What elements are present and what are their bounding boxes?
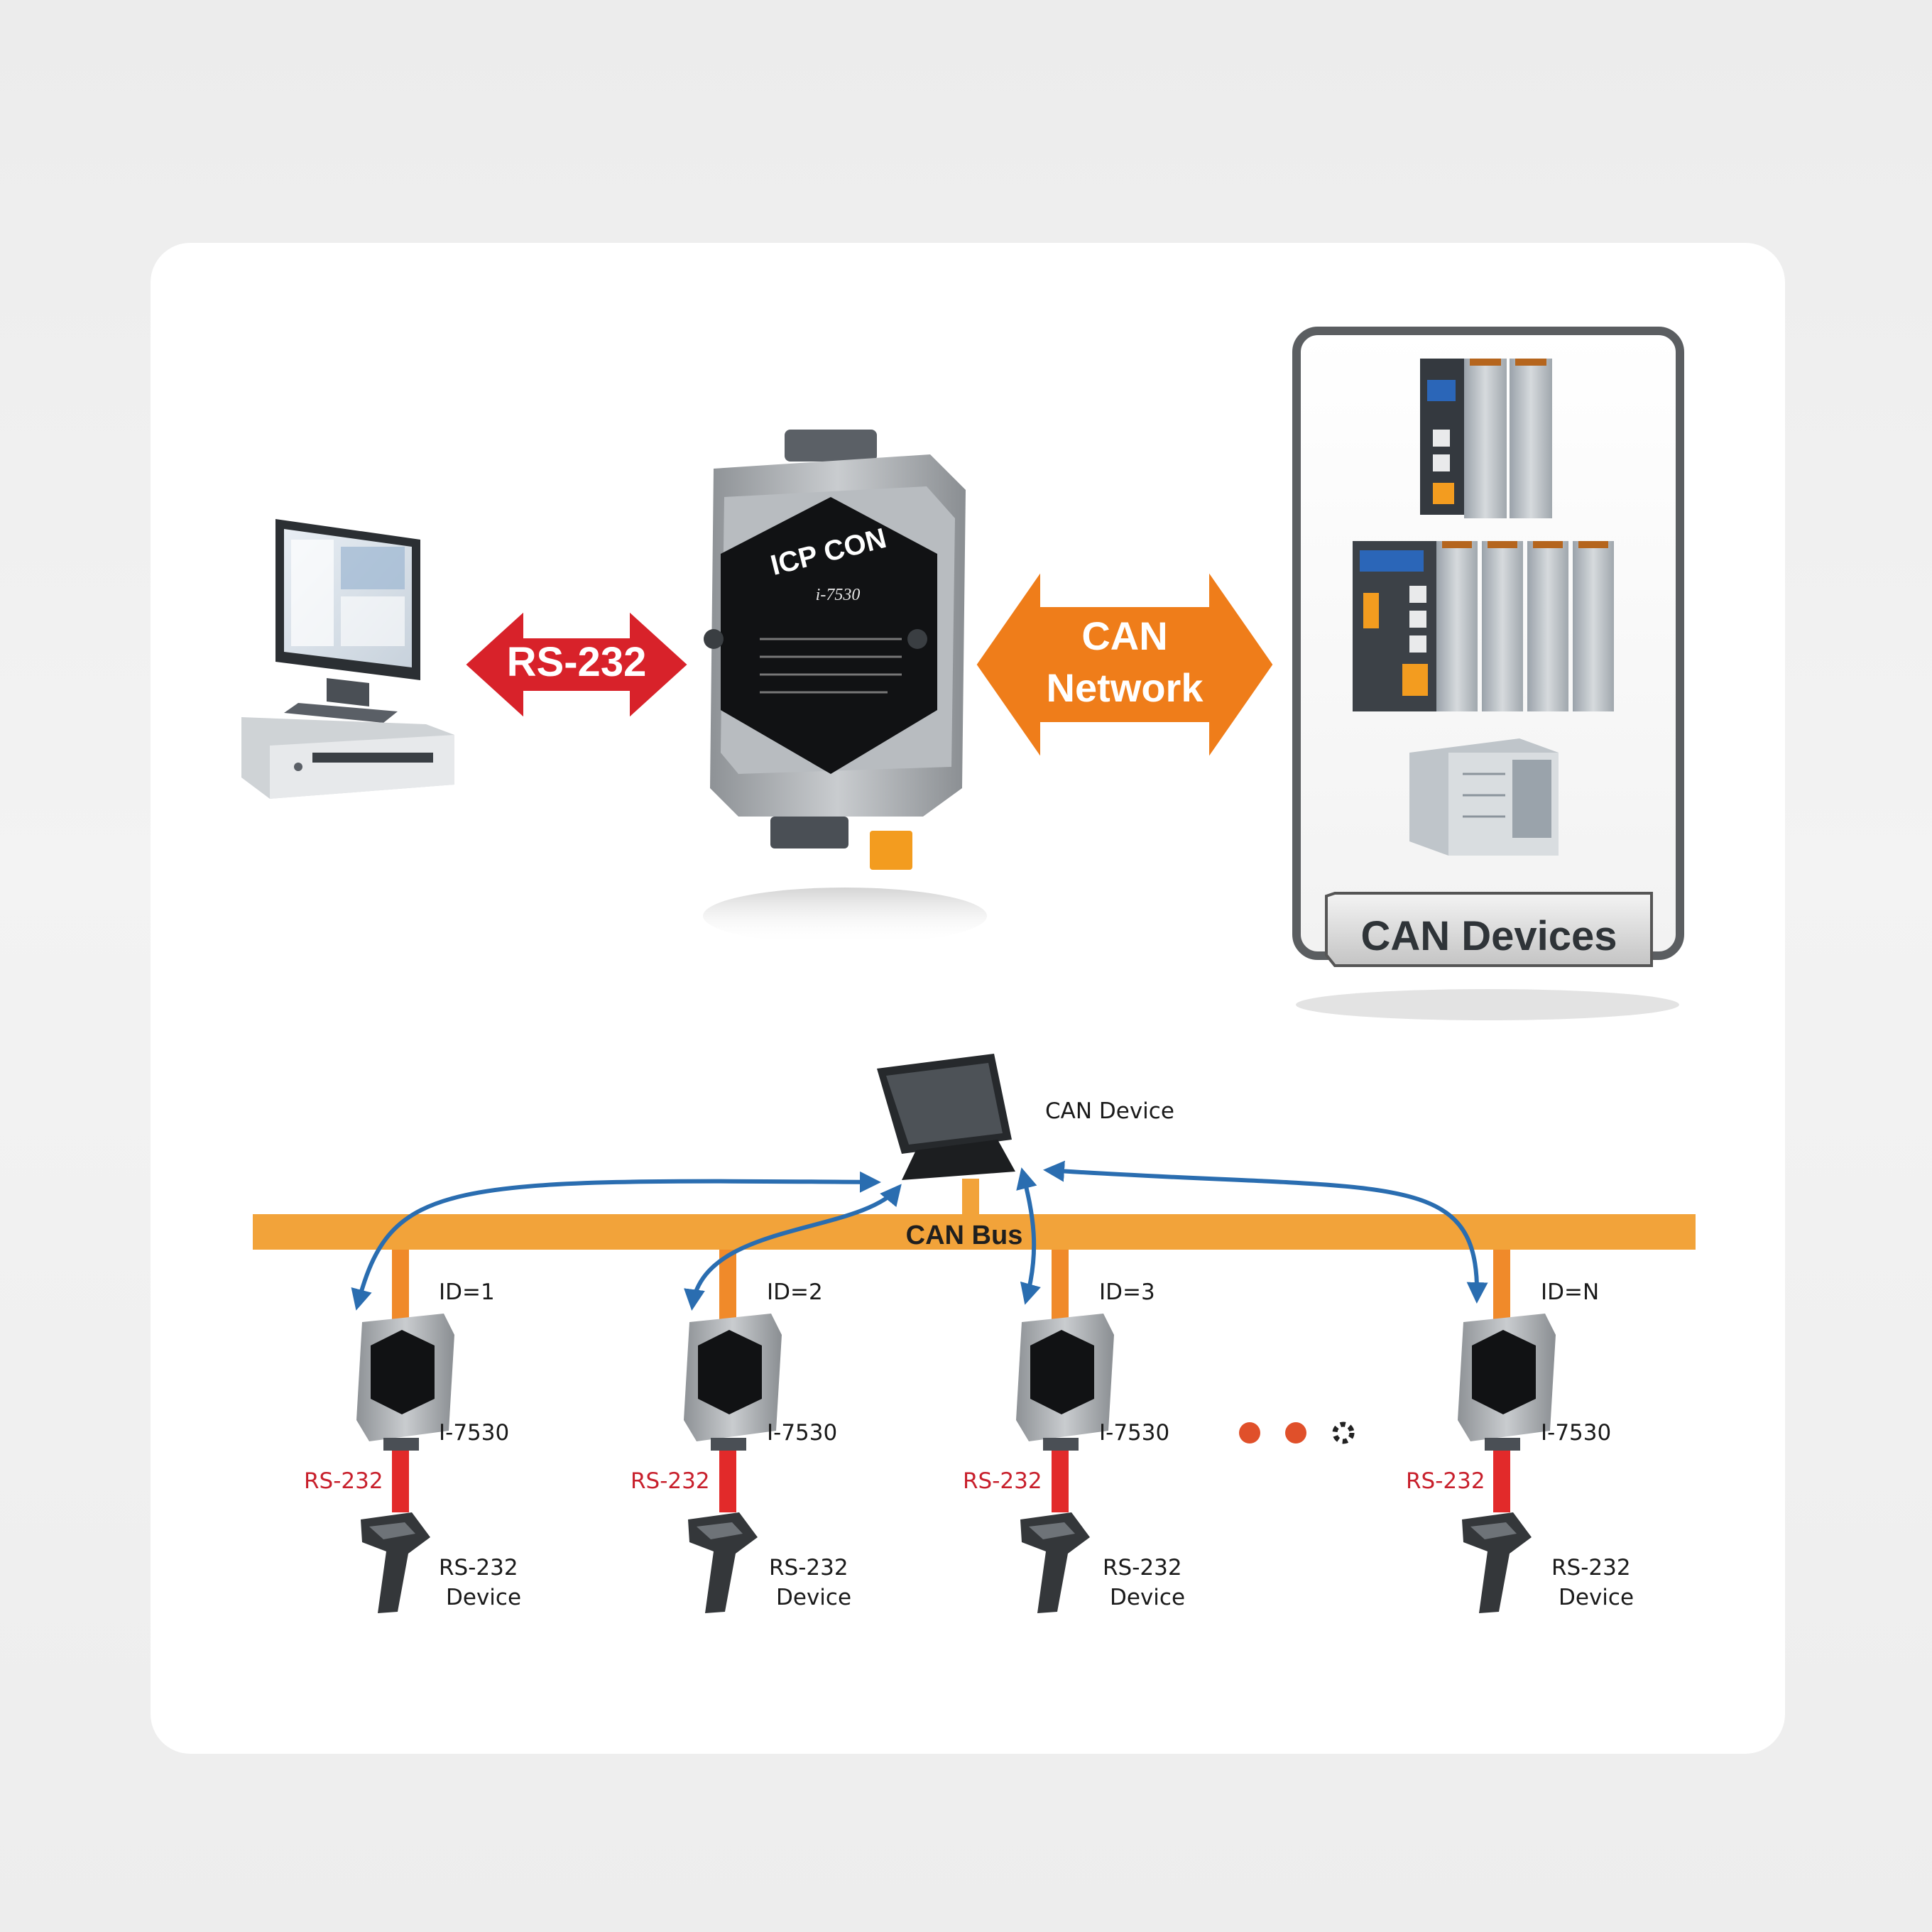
flow-arrow-node-3 xyxy=(1016,1167,1041,1305)
pc-workstation-icon xyxy=(241,519,454,799)
node-link-label: RS-232 xyxy=(963,1468,1042,1494)
node-device-line2: Device xyxy=(1559,1585,1634,1610)
rs232-link-line xyxy=(1493,1441,1510,1512)
can-devices-title: CAN Devices xyxy=(1360,913,1617,959)
can-device-touch-panel-icon xyxy=(877,1054,1015,1180)
data-flow-arrows xyxy=(351,1160,1488,1311)
node-id-label: ID=N xyxy=(1541,1279,1599,1305)
can-node-1: ID=1 I-7530 RS-232 RS-232 Device xyxy=(304,1250,521,1613)
node-id-label: ID=3 xyxy=(1099,1279,1155,1305)
i7530-module-icon xyxy=(684,1314,782,1451)
barcode-scanner-icon xyxy=(1020,1512,1090,1613)
can-device-label: CAN Device xyxy=(1045,1098,1174,1124)
node-module-label: I-7530 xyxy=(439,1420,509,1446)
more-nodes-ellipsis xyxy=(1239,1421,1355,1444)
node-device-line1: RS-232 xyxy=(769,1555,848,1581)
node-module-label: I-7530 xyxy=(767,1420,837,1446)
can-bus-label: CAN Bus xyxy=(906,1221,1023,1250)
barcode-scanner-icon xyxy=(361,1512,430,1613)
node-device-line2: Device xyxy=(776,1585,851,1610)
node-device-line2: Device xyxy=(446,1585,521,1610)
i7530-module-icon xyxy=(356,1314,454,1451)
rs232-link-line xyxy=(719,1441,736,1512)
can-device-stub xyxy=(962,1179,979,1218)
rs232-link-line xyxy=(1052,1441,1069,1512)
rs232-link-line xyxy=(392,1441,409,1512)
can-node-n: ID=N I-7530 RS-232 RS-232 Device xyxy=(1406,1250,1634,1613)
plc-module-icon xyxy=(1353,541,1614,711)
can-node-3: ID=3 I-7530 RS-232 RS-232 Device xyxy=(963,1250,1185,1613)
i7530-module-icon xyxy=(1458,1314,1556,1451)
node-link-label: RS-232 xyxy=(631,1468,710,1494)
node-device-line1: RS-232 xyxy=(439,1555,518,1581)
plc-module-icon xyxy=(1420,359,1552,518)
can-arrow-label-line1: CAN xyxy=(1081,613,1167,658)
flow-arrow-node-2 xyxy=(684,1184,902,1311)
can-devices-panel xyxy=(1292,327,1684,1020)
converter-model: i-7530 xyxy=(816,586,861,604)
can-drop-line xyxy=(1493,1250,1510,1322)
flow-arrow-node-1 xyxy=(351,1171,881,1311)
node-module-label: I-7530 xyxy=(1099,1420,1169,1446)
i7530-module-icon xyxy=(1016,1314,1114,1451)
node-device-line1: RS-232 xyxy=(1551,1555,1631,1581)
node-device-line1: RS-232 xyxy=(1103,1555,1182,1581)
node-link-label: RS-232 xyxy=(304,1468,383,1494)
node-link-label: RS-232 xyxy=(1406,1468,1485,1494)
rs232-arrow-label: RS-232 xyxy=(507,639,647,685)
can-network-double-arrow xyxy=(971,560,1278,770)
can-drop-line xyxy=(1052,1250,1069,1322)
node-module-label: I-7530 xyxy=(1541,1420,1611,1446)
node-device-line2: Device xyxy=(1110,1585,1185,1610)
plc-controller-icon xyxy=(1409,738,1559,856)
node-id-label: ID=1 xyxy=(439,1279,495,1305)
barcode-scanner-icon xyxy=(1462,1512,1532,1613)
rs232-double-arrow xyxy=(459,603,694,726)
can-arrow-label-line2: Network xyxy=(1047,665,1204,710)
i7530-converter-icon: ICP CON i-7530 xyxy=(703,430,987,944)
flow-arrow-node-n xyxy=(1043,1160,1488,1304)
can-drop-line xyxy=(392,1250,409,1322)
node-id-label: ID=2 xyxy=(767,1279,823,1305)
can-node-2: ID=2 I-7530 RS-232 RS-232 Device xyxy=(631,1250,851,1613)
barcode-scanner-icon xyxy=(688,1512,758,1613)
